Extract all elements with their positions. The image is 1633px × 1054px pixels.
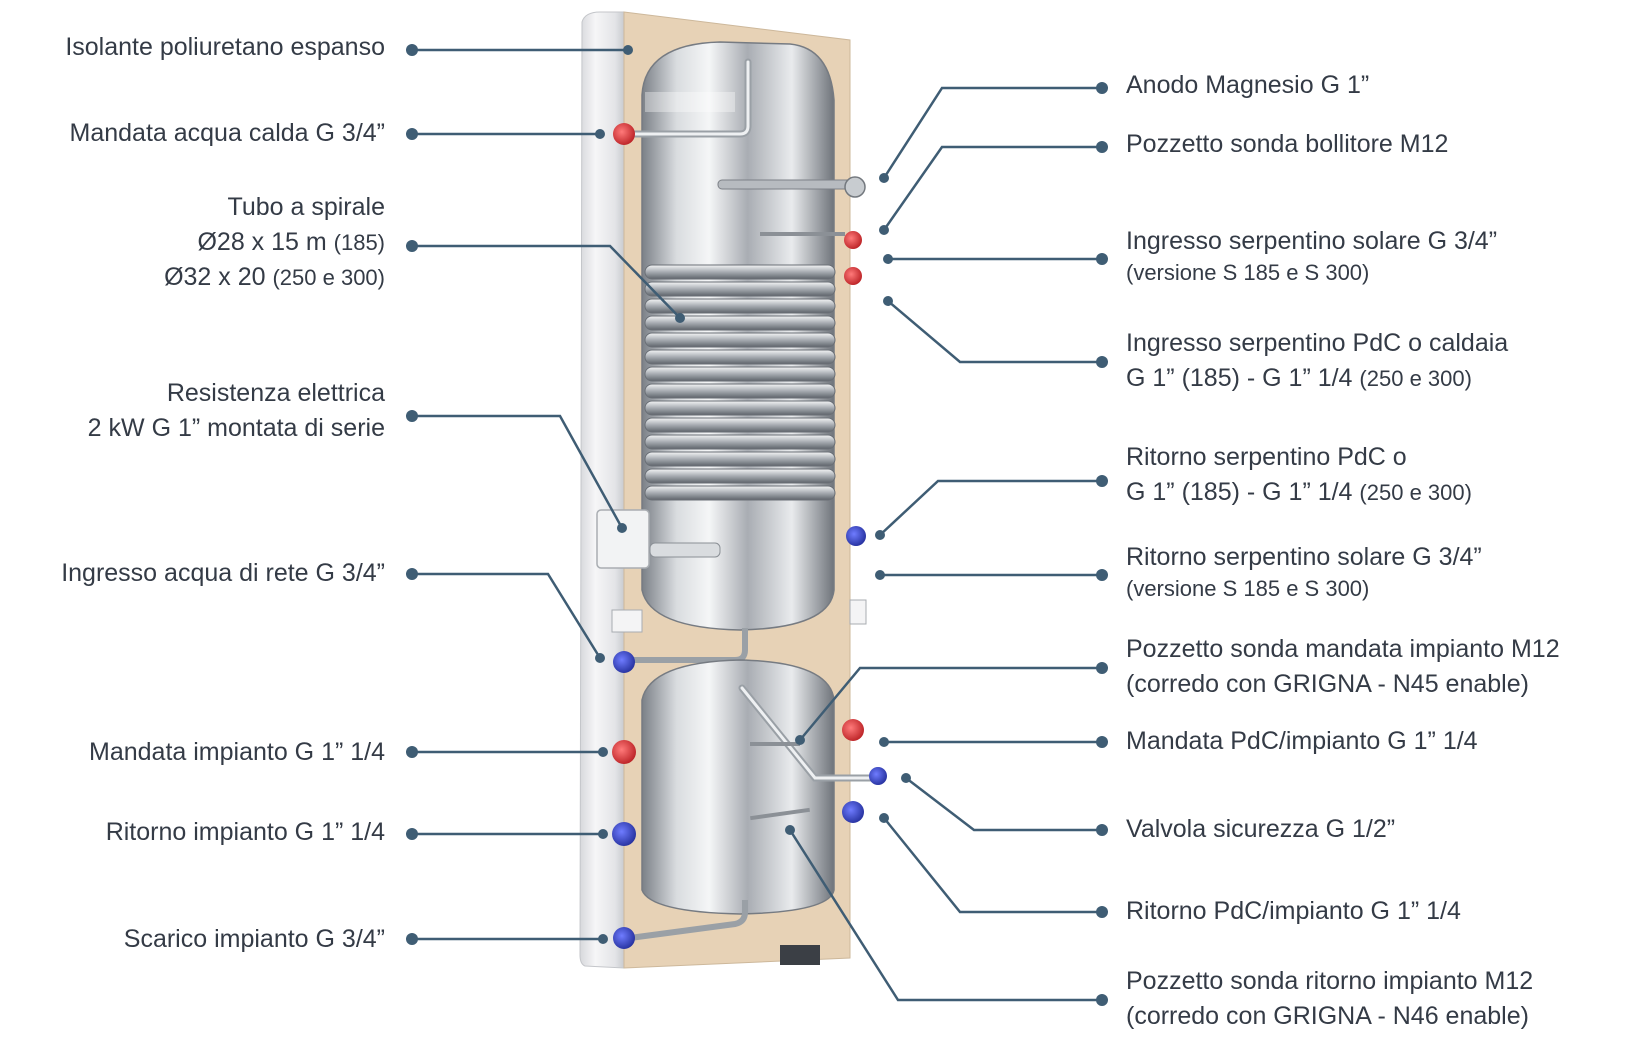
label-resistenza: Resistenza elettrica 2 kW G 1” montata d… (88, 376, 385, 446)
label-mandata-pdc: Mandata PdC/impianto G 1” 1/4 (1126, 724, 1478, 759)
label-valvola-text: Valvola sicurezza G 1/2” (1126, 815, 1396, 843)
label-ingresso-pdc-line2: G 1” (185) - G 1” 1/4 (250 e 300) (1126, 361, 1508, 396)
label-isolante: Isolante poliuretano espanso (65, 30, 385, 65)
label-resistenza-line1: Resistenza elettrica (166, 379, 385, 407)
ingresso-pdc-main: G 1” (185) - G 1” 1/4 (1126, 364, 1360, 392)
label-ritorno-impianto-text: Ritorno impianto G 1” 1/4 (105, 818, 385, 846)
tank-foot (780, 945, 820, 965)
ritorno-pdc-note: (250 e 300) (1359, 480, 1472, 505)
label-tubo-spirale-title: Tubo a spirale (227, 193, 386, 221)
label-ingresso-solare-note: (versione S 185 e S 300) (1126, 260, 1370, 285)
label-ingresso-rete: Ingresso acqua di rete G 3/4” (61, 556, 385, 591)
leader-lines-left (412, 48, 681, 941)
label-mandata-pdc-text: Mandata PdC/impianto G 1” 1/4 (1126, 727, 1478, 755)
label-resistenza-line2: 2 kW G 1” montata di serie (87, 414, 385, 442)
label-ingresso-solare-text: Ingresso serpentino solare G 3/4” (1126, 227, 1498, 255)
label-pozzetto-mandata-line1: Pozzetto sonda mandata impianto M12 (1126, 635, 1560, 663)
spiral-coil (644, 264, 836, 501)
label-ritorno-solare-text: Ritorno serpentino solare G 3/4” (1126, 543, 1482, 571)
label-ritorno-pdc: Ritorno serpentino PdC o G 1” (185) - G … (1126, 440, 1472, 510)
label-anodo: Anodo Magnesio G 1” (1126, 68, 1369, 103)
label-ingresso-pdc: Ingresso serpentino PdC o caldaia G 1” (… (1126, 326, 1508, 396)
label-mandata-acqua-calda: Mandata acqua calda G 3/4” (70, 116, 385, 151)
label-pozzetto-bollitore-text: Pozzetto sonda bollitore M12 (1126, 130, 1449, 158)
label-ritorno-solare-note: (versione S 185 e S 300) (1126, 576, 1370, 601)
label-pozzetto-mandata: Pozzetto sonda mandata impianto M12 (cor… (1126, 632, 1560, 702)
electric-resistance (596, 509, 721, 569)
fittings-right (842, 231, 887, 823)
tubo-250-note: (250 e 300) (272, 265, 385, 290)
label-mandata-impianto-text: Mandata impianto G 1” 1/4 (89, 738, 385, 766)
label-pozzetto-mandata-line2: (corredo con GRIGNA - N45 enable) (1126, 670, 1529, 698)
label-scarico-impianto: Scarico impianto G 3/4” (124, 922, 385, 957)
tubo-250-main: Ø32 x 20 (164, 263, 273, 291)
lower-tank (641, 659, 835, 915)
anode-rod (717, 179, 855, 190)
label-pozzetto-bollitore: Pozzetto sonda bollitore M12 (1126, 127, 1448, 162)
label-ritorno-pdc-line1: Ritorno serpentino PdC o (1126, 443, 1407, 471)
label-mandata-acqua-calda-text: Mandata acqua calda G 3/4” (69, 119, 385, 147)
ingresso-pdc-note: (250 e 300) (1359, 366, 1472, 391)
label-isolante-text: Isolante poliuretano espanso (65, 33, 385, 61)
tubo-185-main: Ø28 x 15 m (197, 228, 334, 256)
tubo-185-note: (185) (333, 230, 385, 255)
label-anodo-text: Anodo Magnesio G 1” (1126, 71, 1370, 99)
label-ingresso-rete-text: Ingresso acqua di rete G 3/4” (61, 559, 385, 587)
label-ingresso-solare: Ingresso serpentino solare G 3/4” (versi… (1126, 224, 1497, 287)
label-tubo-spirale: Tubo a spirale Ø28 x 15 m (185) Ø32 x 20… (164, 190, 385, 295)
label-pozzetto-ritorno-line2: (corredo con GRIGNA - N46 enable) (1126, 1002, 1529, 1030)
leader-lines-right (788, 86, 1102, 1002)
label-ritorno-pdc-impianto: Ritorno PdC/impianto G 1” 1/4 (1126, 894, 1461, 929)
label-scarico-impianto-text: Scarico impianto G 3/4” (123, 925, 385, 953)
ritorno-pdc-main: G 1” (185) - G 1” 1/4 (1126, 478, 1360, 506)
leader-dots-left (406, 44, 685, 945)
label-tubo-spirale-250: Ø32 x 20 (250 e 300) (164, 260, 385, 295)
leader-dots-right (785, 82, 1108, 1006)
label-pozzetto-ritorno-line1: Pozzetto sonda ritorno impianto M12 (1126, 967, 1534, 995)
label-ritorno-solare: Ritorno serpentino solare G 3/4” (versio… (1126, 540, 1482, 603)
label-pozzetto-ritorno: Pozzetto sonda ritorno impianto M12 (cor… (1126, 964, 1533, 1034)
label-ritorno-impianto: Ritorno impianto G 1” 1/4 (106, 815, 385, 850)
label-ritorno-pdc-line2: G 1” (185) - G 1” 1/4 (250 e 300) (1126, 475, 1472, 510)
label-mandata-impianto: Mandata impianto G 1” 1/4 (89, 735, 385, 770)
fittings-left (612, 123, 636, 949)
label-valvola: Valvola sicurezza G 1/2” (1126, 812, 1395, 847)
label-tubo-spirale-185: Ø28 x 15 m (185) (164, 225, 385, 260)
label-ritorno-pdc-impianto-text: Ritorno PdC/impianto G 1” 1/4 (1126, 897, 1461, 925)
label-ingresso-pdc-line1: Ingresso serpentino PdC o caldaia (1126, 329, 1509, 357)
